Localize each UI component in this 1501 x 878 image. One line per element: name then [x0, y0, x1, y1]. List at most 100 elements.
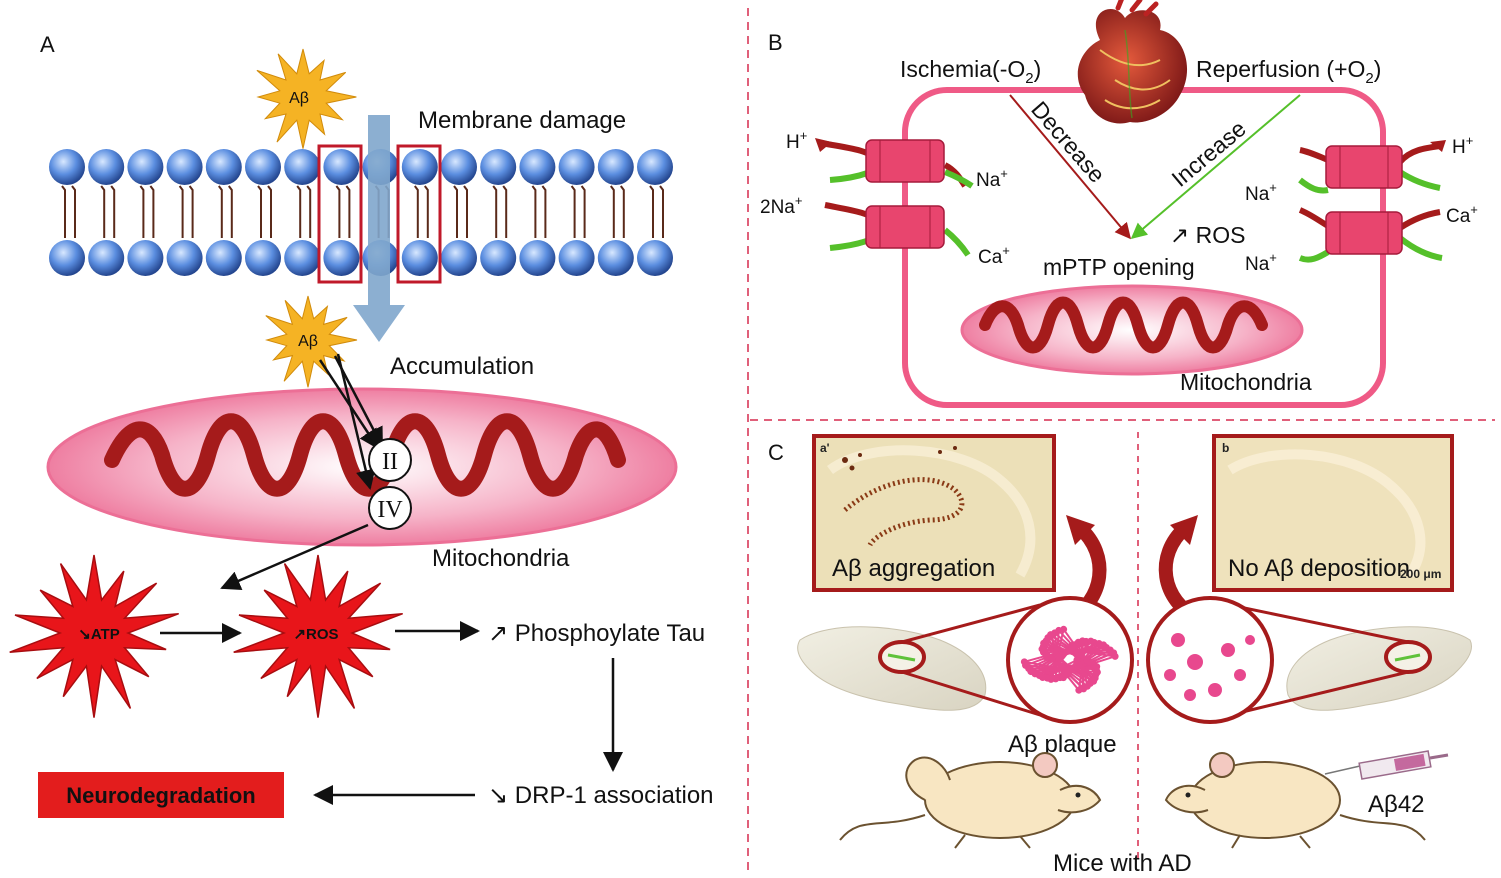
complex-iv-label: IV: [377, 497, 403, 523]
lipid-head: [205, 240, 242, 276]
ab-to-iv-arrow: [336, 353, 376, 490]
iv-to-atp-arrow: [220, 523, 369, 591]
channel-right-top: [1298, 140, 1446, 194]
lipid-head: [166, 149, 203, 185]
lipid-head: [245, 240, 281, 276]
ca-right-label: Ca+: [1446, 202, 1478, 227]
curved-arrow-right-head: [1170, 515, 1198, 545]
monomer-dots: [1164, 633, 1255, 701]
lipid-tail: [188, 185, 194, 238]
plaque-dot: [1093, 668, 1101, 676]
plaque-dot: [1073, 656, 1081, 664]
lipid-tail: [149, 185, 155, 238]
plaque-dot: [1040, 639, 1048, 647]
na-right-1-label: Na+: [1245, 180, 1277, 205]
lipid-head: [637, 240, 673, 276]
panel-a-label: A: [40, 32, 55, 57]
plaque-dot: [1067, 664, 1075, 672]
plaque-dot: [1090, 677, 1098, 685]
lipid-tail: [257, 185, 262, 238]
plaque-dot: [1080, 685, 1088, 693]
lipid-head: [245, 149, 281, 185]
lipid-head: [127, 240, 164, 276]
lipid-tail: [414, 185, 419, 238]
plaque-dot: [1047, 631, 1055, 639]
syringe: [1324, 750, 1449, 780]
plaque-dot: [1068, 641, 1076, 649]
lipid-head: [558, 149, 595, 185]
plaque-dot: [1055, 626, 1063, 634]
lipid-head: [88, 149, 125, 185]
drp1-label: ↘ DRP-1 association: [488, 782, 714, 809]
mito-cristae-b: [979, 296, 1268, 354]
lipid-head: [637, 149, 673, 185]
lipid-tail: [492, 185, 498, 238]
lipid-tail: [110, 185, 116, 238]
lipid-tail: [620, 185, 625, 238]
atp-explosion: [9, 554, 179, 718]
reperfusion-label: Reperfusion (+O2): [1196, 56, 1381, 87]
ab-star-mid: [264, 295, 358, 388]
neurodegradation-box: [38, 772, 284, 818]
two-na-label: 2Na+: [760, 193, 802, 218]
ca-left-label: Ca+: [978, 243, 1010, 268]
ros-b-label: ↗ ROS: [1170, 222, 1246, 248]
lipid-head: [441, 240, 477, 276]
lipid-head: [284, 240, 321, 276]
lipid-head: [401, 149, 438, 185]
panel-b-label: B: [768, 30, 783, 55]
lipid-head: [519, 149, 556, 185]
na-left-label: Na+: [976, 166, 1008, 191]
lipid-tail: [345, 185, 351, 238]
ab-star-top-label: Aβ: [289, 90, 309, 107]
atp-label: ↘ATP: [78, 626, 119, 643]
plaque-cluster: [1020, 625, 1119, 694]
hippocampus-right-mark: [1394, 653, 1421, 662]
plaque-dot: [1093, 663, 1101, 671]
lipid-tail: [267, 185, 272, 238]
micrograph-a-tag: a': [820, 441, 830, 455]
mptp-label: mPTP opening: [1043, 254, 1195, 280]
lipid-head: [88, 240, 125, 276]
scale-bar-label: 200 μm: [1400, 567, 1441, 581]
lipid-tail: [71, 185, 76, 238]
lipid-tail: [463, 185, 468, 238]
lipid-head: [441, 149, 477, 185]
membrane-damage-label: Membrane damage: [418, 107, 626, 134]
lipid-head: [323, 240, 360, 276]
channel-left-top: [815, 138, 974, 189]
na-right-2-label: Na+: [1245, 250, 1277, 275]
neurodegradation-label: Neurodegradation: [66, 783, 255, 808]
no-ab-label: No Aβ deposition: [1228, 555, 1410, 582]
plaque-dot: [1043, 653, 1051, 661]
mitochondria-a-label: Mitochondria: [432, 545, 570, 572]
plaque-dot: [1079, 637, 1087, 645]
lipid-head: [480, 149, 517, 185]
ab-aggregation-label: Aβ aggregation: [832, 555, 995, 582]
panel-c-label: C: [768, 440, 784, 465]
plaque-dot: [1110, 649, 1118, 657]
lipid-tail: [296, 185, 302, 238]
damage-box-2: [396, 144, 442, 284]
lipid-head: [166, 240, 203, 276]
zoom-line-r1: [1229, 603, 1409, 644]
lipid-tail: [541, 185, 547, 238]
plaque-dot: [1083, 656, 1091, 664]
phospho-tau-label: ↗ Phosphoylate Tau: [488, 620, 705, 647]
lipid-tail: [531, 185, 537, 238]
h-left-label: H+: [786, 128, 807, 153]
hippocampus-left-mark: [887, 653, 916, 662]
ros-label: ↗ROS: [293, 626, 338, 643]
membrane-arrow: [353, 115, 405, 342]
lipid-head: [284, 149, 321, 185]
decrease-arrow: [1009, 94, 1132, 240]
h-right-label: H+: [1452, 133, 1473, 158]
ros-explosion: [233, 554, 403, 718]
mitochondria-b-label: Mitochondria: [1180, 369, 1312, 395]
lipid-head: [205, 149, 242, 185]
lipid-tail: [100, 185, 106, 238]
lipid-head: [323, 149, 360, 185]
plaque-dot: [1039, 674, 1047, 682]
curved-arrow-left-head: [1066, 515, 1095, 545]
